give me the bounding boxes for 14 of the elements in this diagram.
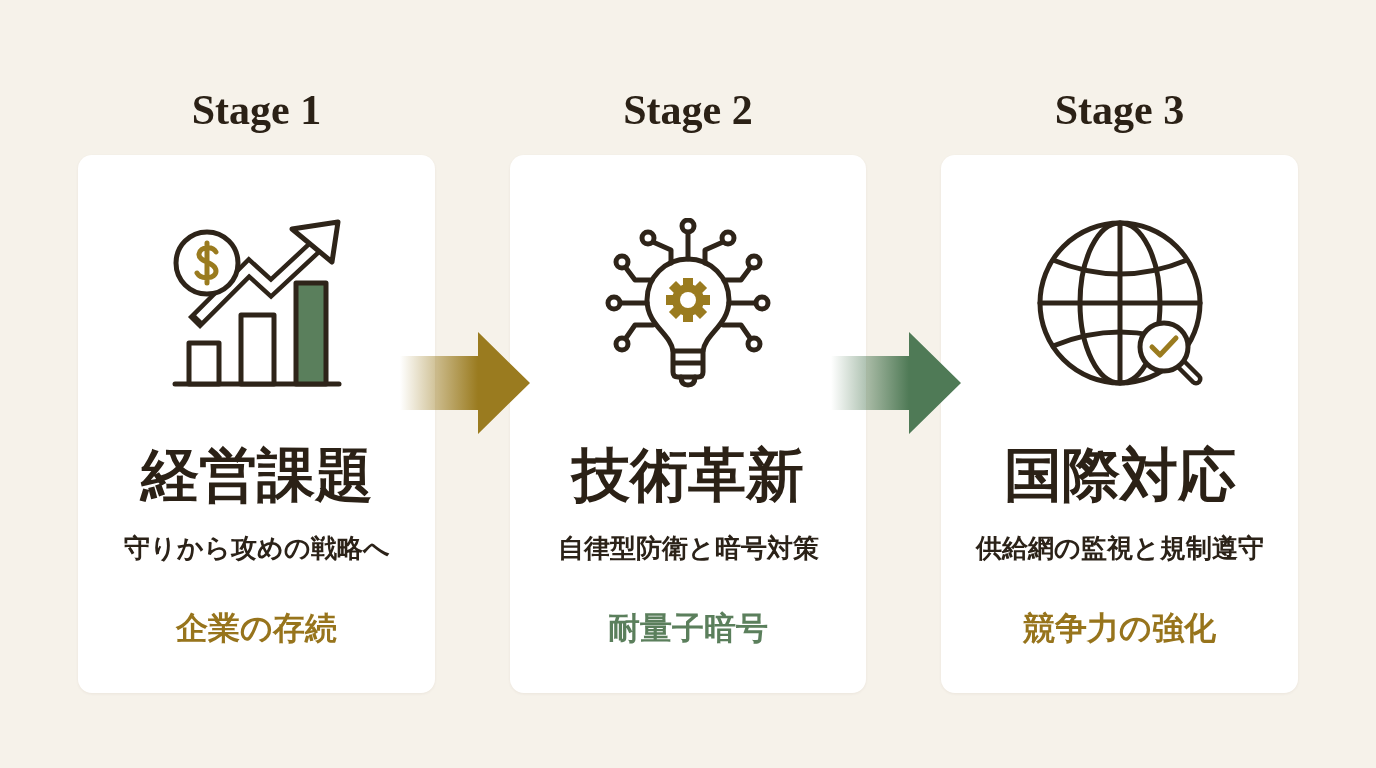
card-title: 国際対応 (1003, 443, 1236, 507)
stage-heading: Stage 1 (191, 86, 322, 134)
card-title: 経営課題 (140, 443, 373, 507)
card-highlight: 競争力の強化 (1023, 609, 1216, 648)
stage-heading: Stage 3 (1054, 86, 1185, 134)
stage-heading: Stage 2 (623, 86, 753, 134)
card-subtitle: 守りから攻めの戦略へ (123, 532, 390, 565)
arrow (400, 332, 530, 434)
arrow (831, 332, 961, 434)
card-title: 技術革新 (572, 443, 804, 507)
card-highlight: 企業の存続 (176, 609, 337, 648)
card-highlight: 耐量子暗号 (608, 609, 768, 648)
card-subtitle: 供給網の監視と規制遵守 (975, 532, 1264, 565)
card-subtitle: 自律型防衛と暗号対策 (557, 532, 819, 565)
